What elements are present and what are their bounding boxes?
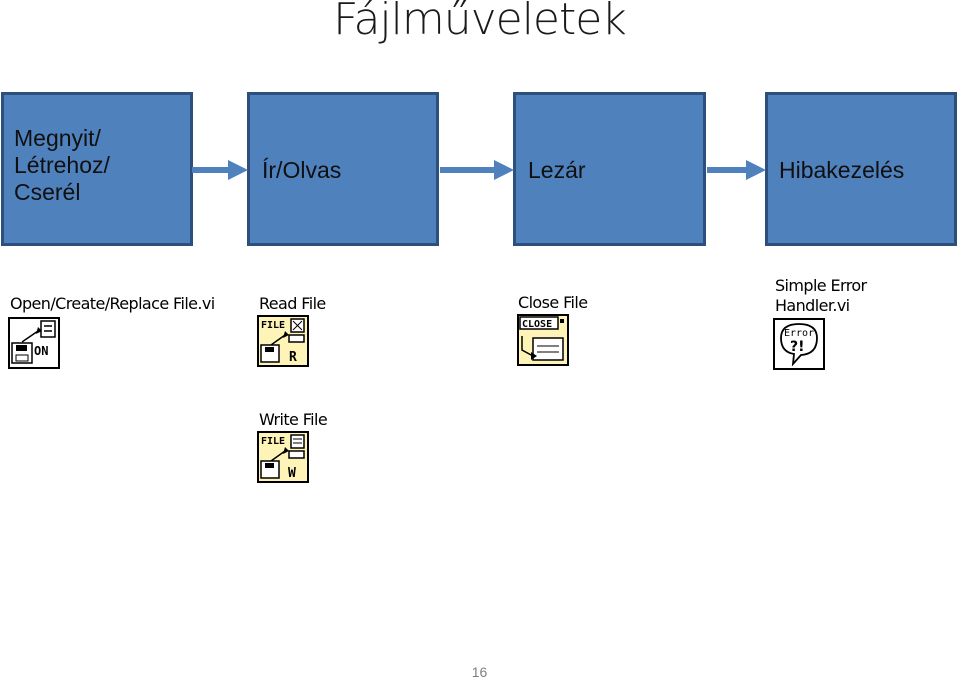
open-file-vi-icon: ON [8,317,60,369]
close-file-icon-text: CLOSE [522,319,552,330]
error-handler-vi-label: Simple Error Handler.vi [775,276,867,315]
read-file-icon-text: FILE [261,320,285,331]
flow-step-close-label: Lezár [528,157,586,183]
write-file-icon-letter: W [288,466,296,481]
flow-step-open-label: Megnyit/ Létrehoz/ Cserél [14,125,110,205]
flow-step-error-handling-label: Hibakezelés [779,157,905,183]
write-file-icon-text: FILE [261,436,285,447]
flow-step-close: Lezár [513,92,706,246]
flow-arrow-1 [192,160,248,180]
slide-title: Fájlműveletek [333,0,627,45]
read-file-icon-letter: R [289,350,297,365]
flow-step-open: Megnyit/ Létrehoz/ Cserél [1,92,193,246]
close-file-label: Close File [518,293,588,312]
close-file-icon: CLOSE [517,314,569,366]
write-file-icon: FILE W [257,431,309,483]
open-file-vi-label: Open/Create/Replace File.vi [10,294,215,313]
read-file-label: Read File [259,294,326,313]
read-file-icon: FILE R [257,315,309,367]
error-handler-icon-text: Error [784,328,814,339]
page-number: 16 [471,664,488,680]
write-file-label: Write File [259,410,328,429]
open-file-icon-text: ON [34,344,48,358]
flow-step-read-write: Ír/Olvas [247,92,439,246]
error-handler-icon-symbol: ?! [790,339,805,355]
flow-arrow-2 [440,160,514,180]
flow-step-error-handling: Hibakezelés [765,92,957,246]
flow-arrow-3 [707,160,766,180]
error-handler-vi-icon: Error ?! [773,318,825,370]
flow-step-read-write-label: Ír/Olvas [262,157,342,183]
